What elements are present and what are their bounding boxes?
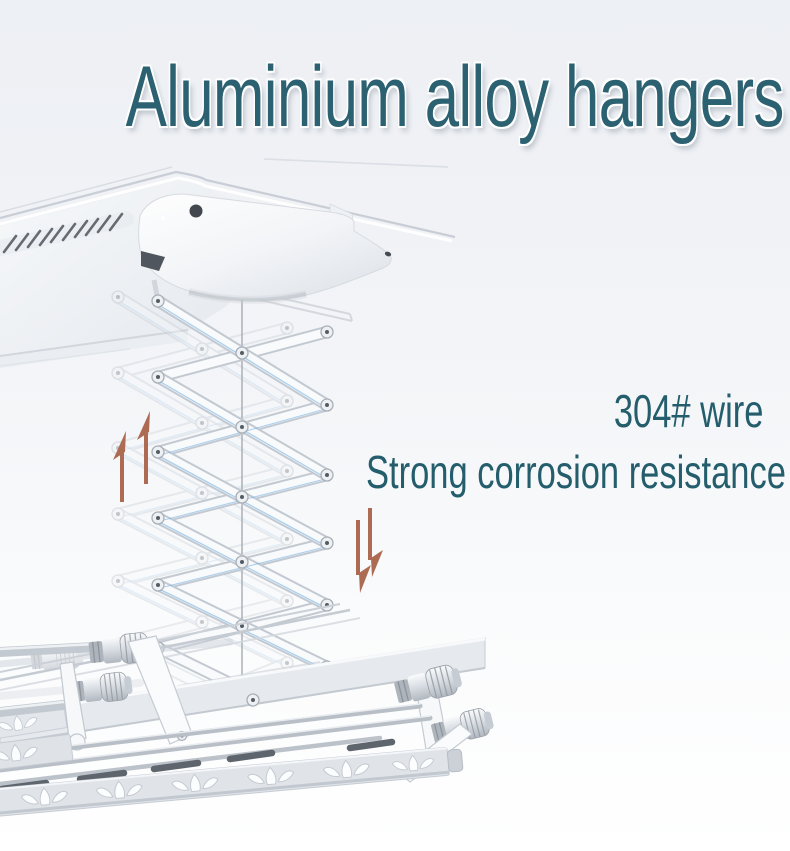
- vent-grille: [0, 211, 134, 256]
- housing-dot: [161, 216, 165, 220]
- up-arrow-icon: [113, 431, 126, 502]
- rail-end-cap: [446, 748, 464, 773]
- panel-front-edge-2: [0, 348, 131, 367]
- housing-shadow: [188, 288, 307, 304]
- panel-rim-outline: [0, 170, 456, 239]
- panel-rim: [0, 176, 453, 243]
- feature-text-corrosion: Strong corrosion resistance: [366, 445, 786, 498]
- headline: Aluminium alloy hangers: [125, 49, 785, 145]
- housing-tip-detail: [384, 251, 392, 257]
- down-arrow-icon: [356, 520, 371, 593]
- panel-front-shadow: [0, 331, 188, 368]
- feature-text-wire: 304# wire: [613, 385, 764, 437]
- rack-rail-stub-lower: [0, 734, 74, 770]
- rack-rod-left-top: [0, 630, 156, 668]
- up-arrow-icon: [137, 411, 150, 484]
- motor-housing: [138, 193, 392, 301]
- panel-front-edge: [0, 329, 189, 357]
- housing-shadow-2: [188, 290, 307, 302]
- housing-vent-notch: [141, 251, 165, 271]
- rack-rod-left-lower: [0, 670, 135, 717]
- feature-text: 304# wire Strong corrosion resistance: [366, 381, 786, 502]
- rack-front-rail: [0, 746, 464, 817]
- lift-direction-arrows: [113, 411, 383, 593]
- panel-top-edge: [0, 166, 173, 213]
- mounting-hole: [189, 204, 203, 218]
- down-arrow-icon: [368, 508, 383, 577]
- rack-upper-rails: [0, 603, 361, 691]
- drying-rack: [0, 603, 497, 817]
- panel-far-edge: [263, 158, 449, 168]
